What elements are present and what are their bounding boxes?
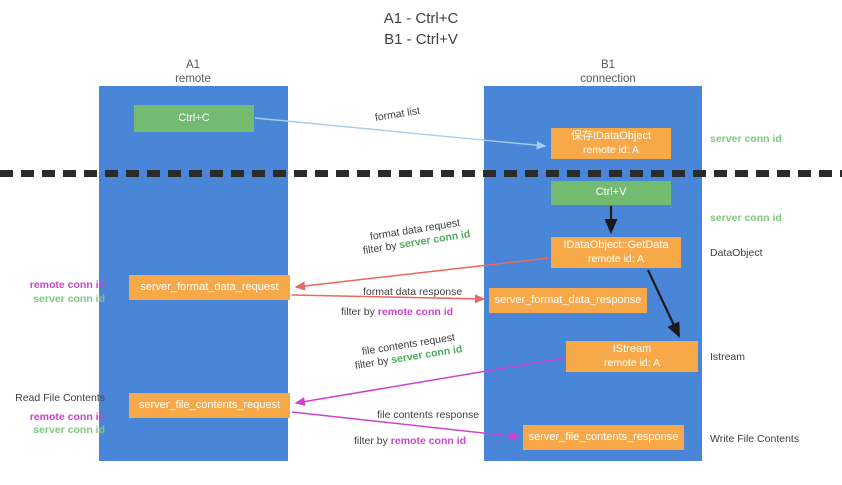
arrow-file-contents-response: [291, 411, 521, 441]
column-header-b1-role: connection: [580, 73, 636, 85]
node-server-file-contents-response[interactable]: server_file_contents_response: [523, 425, 684, 450]
node-getdata[interactable]: IDataObject::GetData remote id: A: [551, 237, 681, 268]
phase-separator: [0, 170, 842, 177]
arrow-getdata-to-istream: [647, 269, 680, 338]
column-header-a1-name: A1: [185, 59, 201, 71]
node-istream-subtitle: remote id: A: [603, 356, 661, 369]
right-label-dataobject: DataObject: [710, 247, 763, 259]
arrow-format-data-request: [294, 257, 550, 291]
side-annotation-conn-ids-1: remote conn id server conn id: [8, 279, 105, 306]
node-save-dataobject-label: 保存IDataObject: [570, 130, 652, 142]
column-header-a1-role: remote: [175, 73, 211, 85]
node-server-format-data-request-label: server_format_data_request: [140, 280, 279, 293]
node-server-format-data-request[interactable]: server_format_data_request: [129, 275, 290, 300]
node-server-file-contents-request[interactable]: server_file_contents_request: [129, 393, 290, 418]
node-save-dataobject-subtitle: remote id: A: [582, 143, 640, 156]
node-ctrl-v-label: Ctrl+V: [595, 186, 627, 199]
right-label-istream: Istream: [710, 351, 746, 363]
title-line-1: A1 - Ctrl+C: [383, 10, 459, 27]
arrow-format-list: [254, 117, 547, 150]
page-title: A1 - Ctrl+C B1 - Ctrl+V: [0, 8, 842, 50]
side-heading-read-file-contents: Read File Contents: [15, 392, 105, 404]
side-server-conn-id: server conn id: [33, 292, 105, 305]
node-ctrl-v[interactable]: Ctrl+V: [551, 181, 671, 205]
filter-value-remote-conn-id: remote conn id: [390, 435, 467, 447]
node-getdata-subtitle: remote id: A: [587, 252, 645, 265]
filter-prefix: filter by: [354, 435, 391, 447]
node-server-format-data-response[interactable]: server_format_data_response: [489, 288, 647, 313]
node-save-dataobject[interactable]: 保存IDataObject remote id: A: [551, 128, 671, 159]
filter-prefix: filter by: [341, 306, 378, 318]
side-server-conn-id: server conn id: [33, 424, 105, 436]
arrow-file-contents-request: [294, 357, 565, 406]
node-istream-label: IStream: [612, 343, 652, 355]
side-annotation-read-file-contents: Read File Contents remote conn id server…: [8, 392, 105, 438]
filter-value-remote-conn-id: remote conn id: [377, 306, 454, 318]
right-label-server-conn-id-top: server conn id: [710, 133, 782, 145]
edge-label-format-data-response-filter: filter by remote conn id: [341, 305, 453, 319]
column-header-a1: A1 remote: [133, 58, 253, 86]
node-server-file-contents-request-label: server_file_contents_request: [138, 398, 281, 411]
node-server-format-data-response-label: server_format_data_response: [494, 293, 642, 306]
side-remote-conn-id: remote conn id: [29, 410, 105, 423]
node-ctrl-c-label: Ctrl+C: [178, 111, 210, 124]
edge-label-format-data-response: format data response: [363, 286, 463, 298]
arrow-format-data-response: [291, 294, 486, 304]
column-header-b1-name: B1: [600, 59, 616, 71]
column-header-b1: B1 connection: [543, 58, 673, 86]
node-istream[interactable]: IStream remote id: A: [566, 341, 698, 372]
right-label-write-file-contents: Write File Contents: [710, 433, 800, 445]
edge-label-file-contents-response-filter: filter by remote conn id: [354, 434, 466, 448]
node-getdata-label: IDataObject::GetData: [563, 239, 669, 251]
node-ctrl-c[interactable]: Ctrl+C: [134, 105, 254, 132]
node-server-file-contents-response-label: server_file_contents_response: [528, 430, 679, 443]
side-remote-conn-id: remote conn id: [29, 279, 105, 291]
edge-label-file-contents-response: file contents response: [377, 409, 480, 421]
right-label-server-conn-id-mid: server conn id: [710, 212, 782, 224]
title-line-2: B1 - Ctrl+V: [384, 31, 458, 48]
